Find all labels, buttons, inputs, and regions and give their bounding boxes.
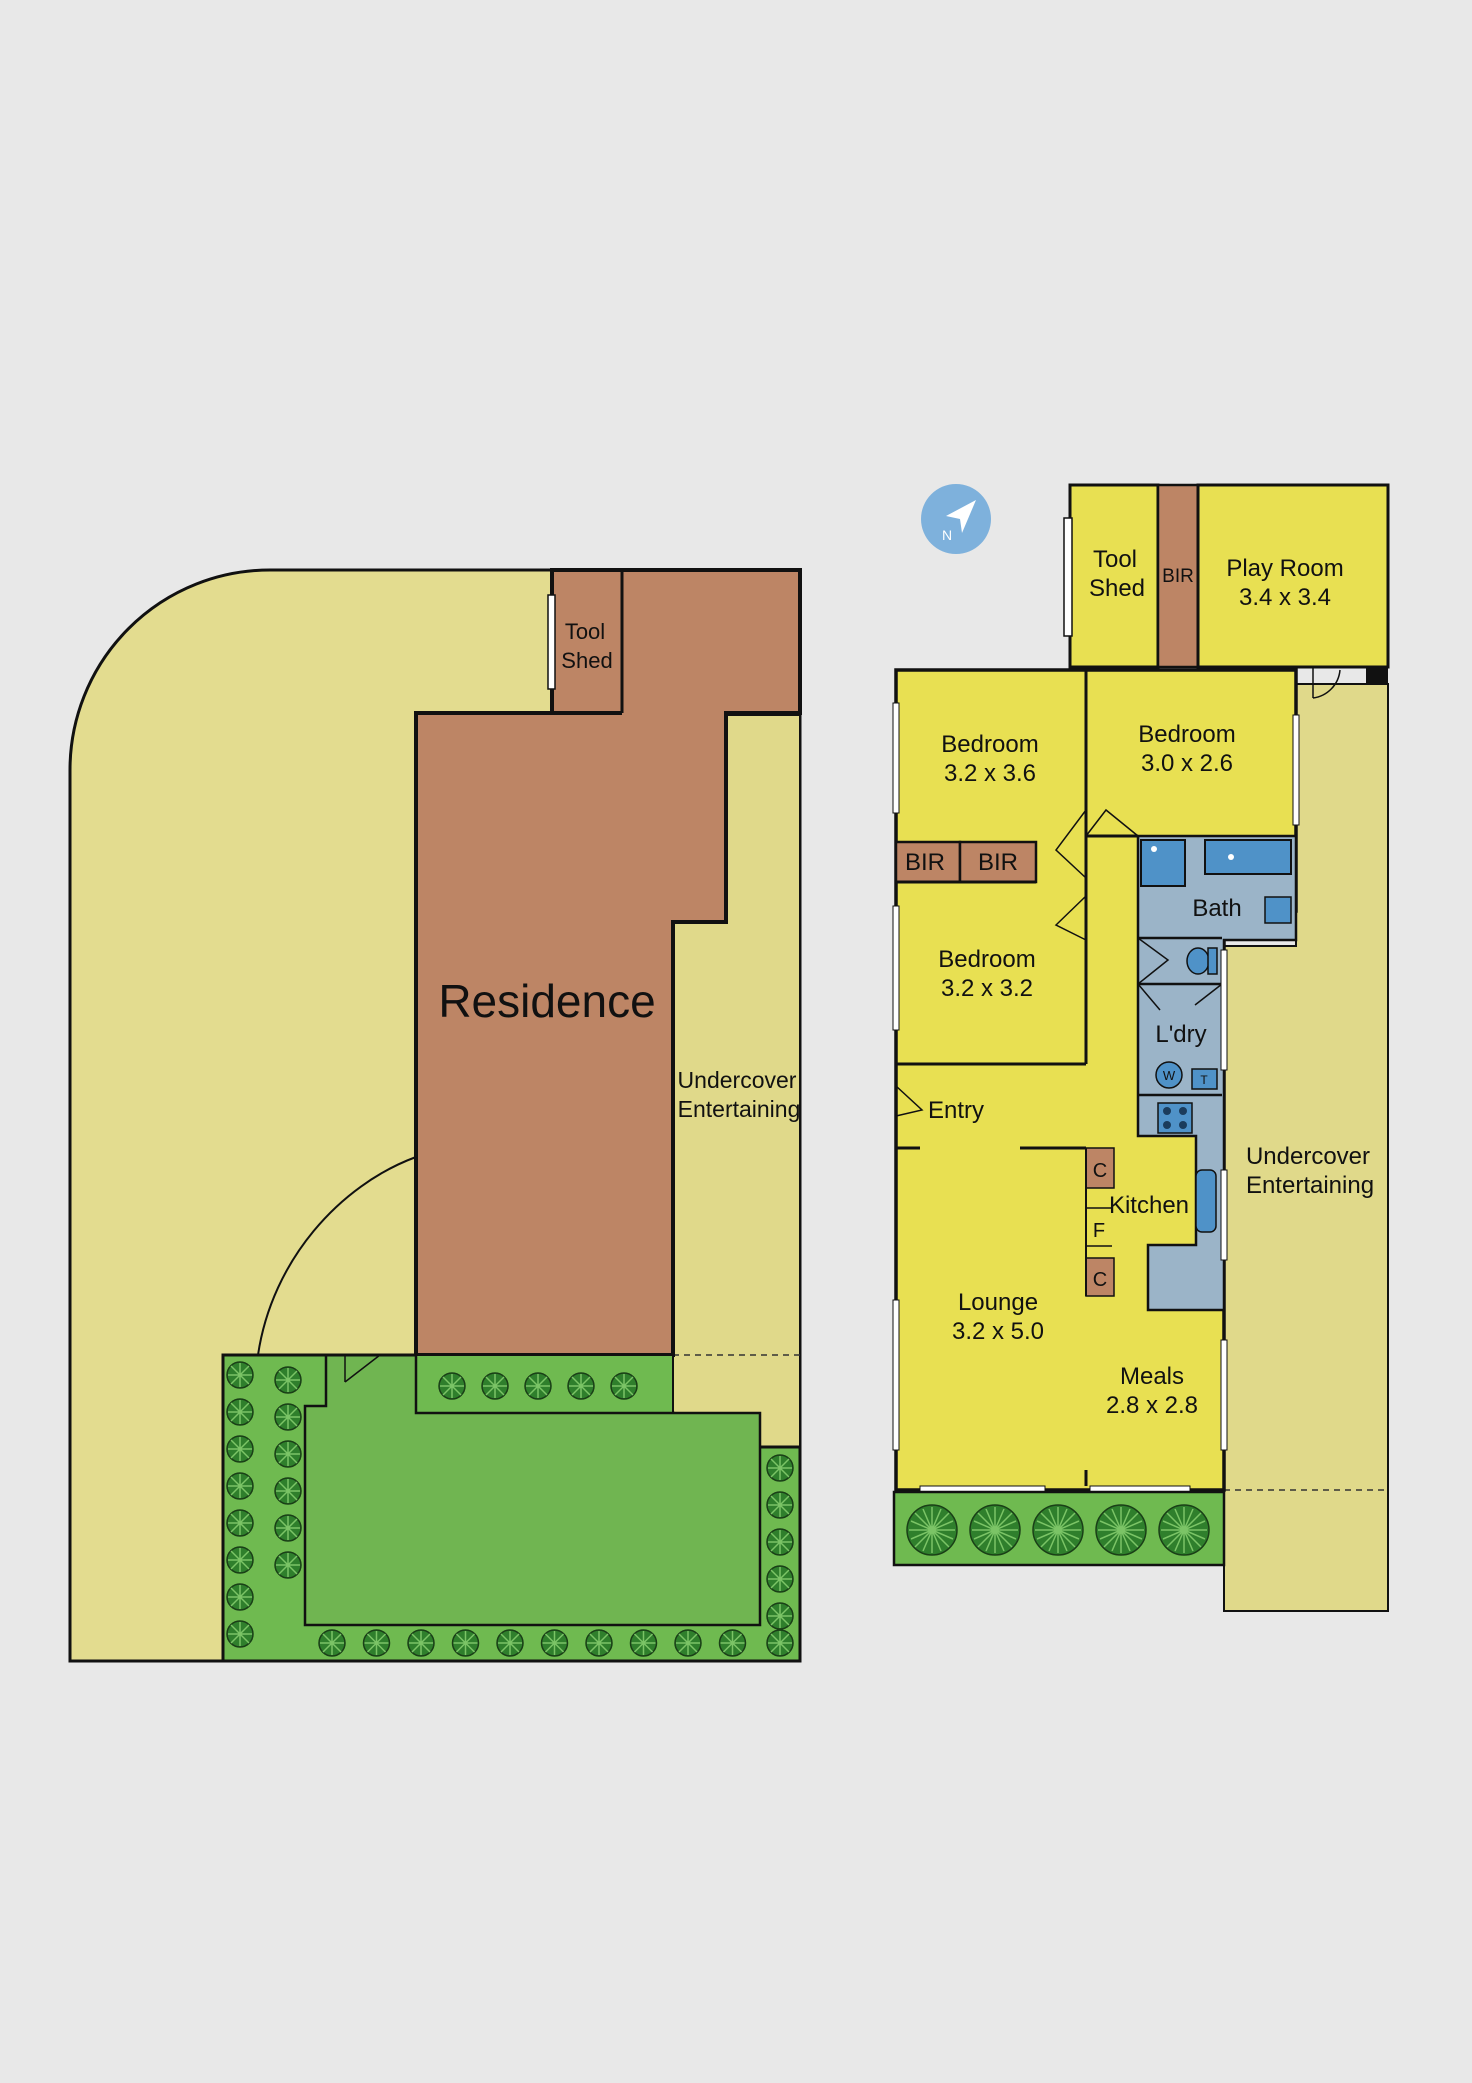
shrub-icon (540, 1629, 569, 1657)
shrub-icon (274, 1366, 302, 1394)
bedroom-2-label: Bedroom (1138, 721, 1235, 748)
shrub-icon (226, 1583, 254, 1611)
meals-label: Meals (1120, 1363, 1184, 1390)
shrub-icon (226, 1472, 254, 1500)
site-undercover-label-1: Undercover (678, 1067, 797, 1093)
shower-fixture (1140, 839, 1186, 887)
cupboard-1 (1085, 1147, 1115, 1189)
cupboard-2 (1085, 1257, 1115, 1297)
floor-plan: N (892, 483, 1390, 1612)
shrub-icon (906, 1504, 958, 1556)
bedroom-1-label: Bedroom (941, 731, 1038, 758)
compass-north-label: N (942, 527, 952, 543)
shrub-icon (610, 1372, 638, 1400)
play-room-label: Play Room (1226, 555, 1343, 582)
bir-2-label: BIR (978, 849, 1018, 876)
bedroom-3-size: 3.2 x 3.2 (941, 975, 1033, 1002)
cooktop-icon (1157, 1102, 1193, 1134)
shrub-icon (718, 1629, 747, 1657)
shrub-icon (524, 1372, 552, 1400)
tool-shed-label-1: Tool (1093, 546, 1137, 573)
undercover-label-2: Entertaining (1246, 1172, 1374, 1199)
play-room (1196, 483, 1390, 669)
shrub-icon (629, 1629, 658, 1657)
trough-icon (1191, 1068, 1218, 1090)
shrub-icon (226, 1361, 254, 1389)
shrub-icon (969, 1504, 1021, 1556)
shrub-icon (1158, 1504, 1210, 1556)
bedroom-1-size: 3.2 x 3.6 (944, 760, 1036, 787)
shrub-icon (585, 1629, 613, 1657)
shrub-icon (766, 1629, 794, 1657)
shrub-icon (274, 1477, 302, 1505)
site-tool-shed-label-1: Tool (565, 619, 605, 644)
shrub-icon (438, 1372, 466, 1400)
cupboard-2-label: C (1093, 1269, 1107, 1291)
shrub-icon (274, 1403, 302, 1431)
bathtub-fixture (1204, 839, 1292, 875)
site-tool-shed-label-2: Shed (561, 648, 612, 673)
shrub-icon (1095, 1504, 1147, 1556)
entry-label: Entry (928, 1097, 984, 1124)
cupboard-1-label: C (1093, 1160, 1107, 1182)
shrub-icon (226, 1546, 254, 1574)
lawn-area (303, 1353, 762, 1627)
basin-fixture (1264, 896, 1292, 924)
shrub-icon (451, 1629, 480, 1657)
tool-shed-label-2: Shed (1089, 575, 1145, 602)
kitchen-label: Kitchen (1109, 1192, 1189, 1219)
bath-label: Bath (1192, 895, 1241, 922)
bedroom-2-size: 3.0 x 2.6 (1141, 750, 1233, 777)
lounge-size: 3.2 x 5.0 (952, 1318, 1044, 1345)
undercover-label-1: Undercover (1246, 1143, 1370, 1170)
fridge-label: F (1093, 1220, 1105, 1242)
bedroom-3-label: Bedroom (938, 946, 1035, 973)
shrub-icon (318, 1629, 346, 1657)
shrub-icon (226, 1620, 254, 1648)
shrub-icon (766, 1491, 794, 1519)
shrub-icon (1032, 1504, 1084, 1556)
site-plan: Tool Shed Residence Undercover Entertain… (68, 568, 802, 1663)
laundry-label: L'dry (1155, 1021, 1206, 1048)
toilet-fixture (1186, 947, 1210, 975)
washer-icon (1155, 1061, 1183, 1089)
shrub-icon (274, 1440, 302, 1468)
site-undercover-label-2: Entertaining (678, 1096, 801, 1122)
shrub-icon (674, 1629, 702, 1657)
play-room-size: 3.4 x 3.4 (1239, 584, 1331, 611)
shrub-icon (362, 1629, 391, 1657)
shrub-icon (567, 1372, 595, 1400)
trough-label: T (1200, 1073, 1208, 1087)
bir-top (1156, 483, 1200, 669)
bir-1-label: BIR (905, 849, 945, 876)
lounge-label: Lounge (958, 1289, 1038, 1316)
shrub-icon (226, 1435, 254, 1463)
shrub-icon (766, 1602, 794, 1630)
shrub-icon (274, 1514, 302, 1542)
shrub-icon (766, 1528, 794, 1556)
bir-top-label: BIR (1162, 566, 1194, 587)
shrub-icon (496, 1629, 524, 1657)
shrub-icon (766, 1565, 794, 1593)
meals-size: 2.8 x 2.8 (1106, 1392, 1198, 1419)
sink-icon (1195, 1169, 1217, 1233)
shrub-icon (766, 1454, 794, 1482)
shrub-icon (226, 1398, 254, 1426)
bir-1 (894, 840, 962, 884)
shrub-icon (274, 1551, 302, 1579)
residence-label: Residence (438, 975, 655, 1027)
shrub-icon (407, 1629, 435, 1657)
north-compass-icon: N (921, 484, 991, 554)
shrub-icon (226, 1509, 254, 1537)
washer-label: W (1163, 1068, 1176, 1083)
shrub-icon (481, 1372, 509, 1400)
